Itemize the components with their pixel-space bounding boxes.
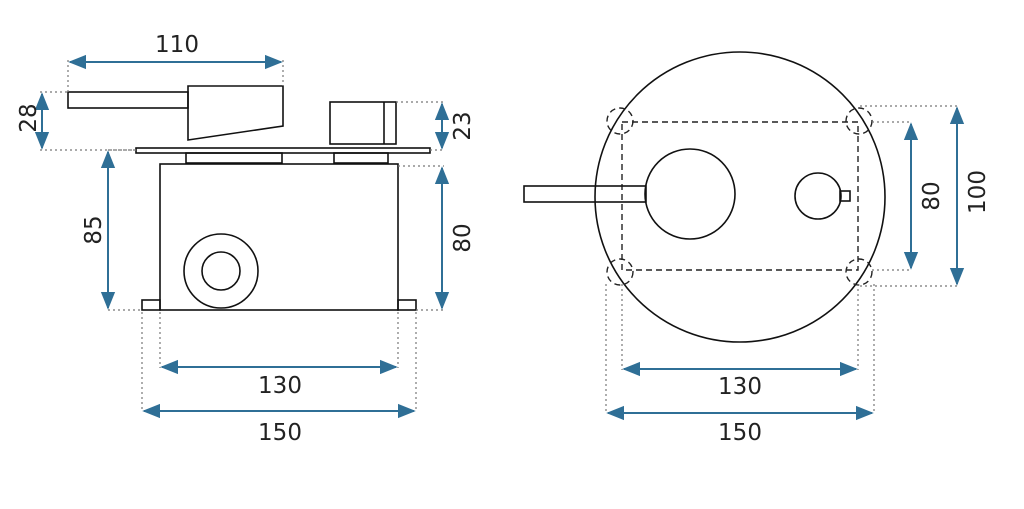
corner-ear-tr (845, 107, 873, 135)
round-cover-plate (594, 51, 886, 343)
outlet-inner (201, 251, 241, 291)
knob-housing (329, 101, 397, 145)
flange-left (141, 299, 161, 311)
dim-side-inner-width: 130 (258, 373, 302, 399)
neck-right (333, 152, 389, 164)
dim-side-outer-width: 150 (258, 420, 302, 446)
hidden-mounting-box (621, 121, 859, 271)
dim-front-inner-width: 130 (718, 374, 762, 400)
flange-right (397, 299, 417, 311)
outlet-outer (183, 233, 259, 309)
dim-top-width: 110 (155, 32, 199, 58)
handle-lever (67, 91, 189, 109)
diverter-tab (839, 190, 851, 202)
dim-plate-inner-height: 80 (919, 181, 945, 210)
dim-knob-height: 23 (450, 111, 476, 140)
dim-box-height: 80 (450, 223, 476, 252)
corner-ear-tl (606, 107, 634, 135)
dim-front-outer-width: 150 (718, 420, 762, 446)
side-view: 110 28 85 23 80 130 150 (16, 32, 476, 446)
dim-body-height: 85 (81, 215, 107, 244)
dim-plate-outer-height: 100 (965, 170, 991, 214)
handle-body (187, 85, 284, 141)
corner-ear-br (845, 258, 873, 286)
dim-handle-height: 28 (16, 103, 42, 132)
front-view: 80 100 130 150 (523, 51, 991, 446)
mounting-box (159, 163, 399, 311)
corner-ear-bl (606, 258, 634, 286)
diverter-knob (794, 172, 842, 220)
main-handle-knob (644, 148, 736, 240)
front-handle-lever (523, 185, 647, 203)
neck-left (185, 152, 283, 164)
